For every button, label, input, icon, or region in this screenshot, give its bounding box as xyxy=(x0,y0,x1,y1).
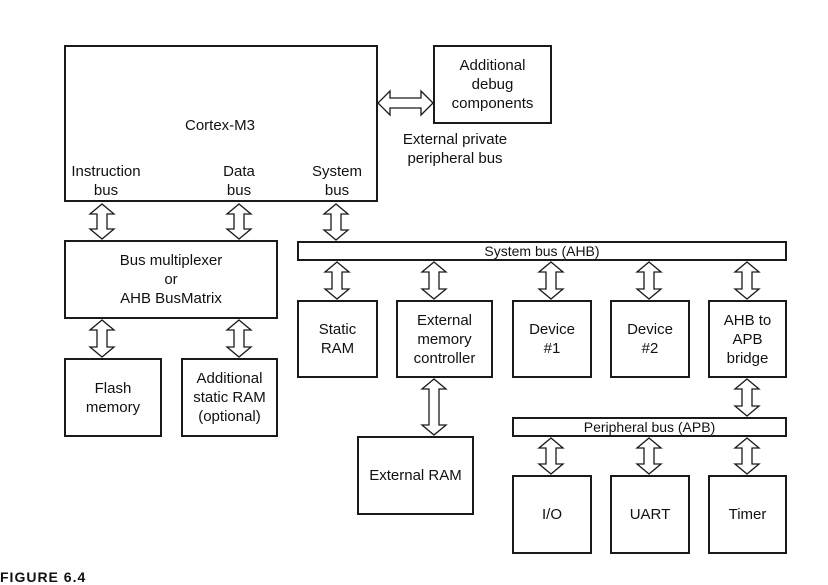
apb-arrow xyxy=(733,378,761,417)
device2-arrow xyxy=(635,261,663,300)
timer-arrow xyxy=(733,437,761,475)
data-bus-arrow xyxy=(225,203,253,240)
static-ram-arrow xyxy=(323,261,351,300)
instruction-bus-label: Instruction bus xyxy=(71,163,141,199)
external-ram-arrow xyxy=(420,378,448,436)
bus-multiplexer-box: Bus multiplexer or AHB BusMatrix xyxy=(64,240,278,319)
device-1-box: Device #1 xyxy=(512,300,592,378)
io-arrow xyxy=(537,437,565,475)
ahb-to-apb-bridge-box: AHB to APB bridge xyxy=(708,300,787,378)
uart-arrow xyxy=(635,437,663,475)
debug-bus-arrow xyxy=(377,89,434,117)
cortex-m3-box xyxy=(64,45,378,202)
uart-box: UART xyxy=(610,475,690,554)
additional-sram-box: Additional static RAM (optional) xyxy=(181,358,278,437)
external-memory-controller-box: External memory controller xyxy=(396,300,493,378)
system-bus-arrow xyxy=(322,203,350,241)
io-box: I/O xyxy=(512,475,592,554)
device-2-box: Device #2 xyxy=(610,300,690,378)
external-ppb-label: External private peripheral bus xyxy=(402,131,508,167)
static-ram-box: Static RAM xyxy=(297,300,378,378)
instruction-bus-arrow xyxy=(88,203,116,240)
ext-mem-ctrl-arrow xyxy=(420,261,448,300)
flash-memory-box: Flash memory xyxy=(64,358,162,437)
timer-box: Timer xyxy=(708,475,787,554)
flash-arrow xyxy=(88,319,116,358)
external-ram-box: External RAM xyxy=(357,436,474,515)
system-bus-ahb-bar: System bus (AHB) xyxy=(297,241,787,261)
peripheral-bus-apb-bar: Peripheral bus (APB) xyxy=(512,417,787,437)
bridge-arrow xyxy=(733,261,761,300)
data-bus-label: Data bus xyxy=(223,163,255,199)
figure-caption: FIGURE 6.4 xyxy=(0,569,87,585)
system-bus-label: System bus xyxy=(311,163,362,199)
debug-components-box: Additional debug components xyxy=(433,45,552,124)
sram-arrow xyxy=(225,319,253,358)
device1-arrow xyxy=(537,261,565,300)
cortex-m3-title: Cortex-M3 xyxy=(184,117,255,134)
